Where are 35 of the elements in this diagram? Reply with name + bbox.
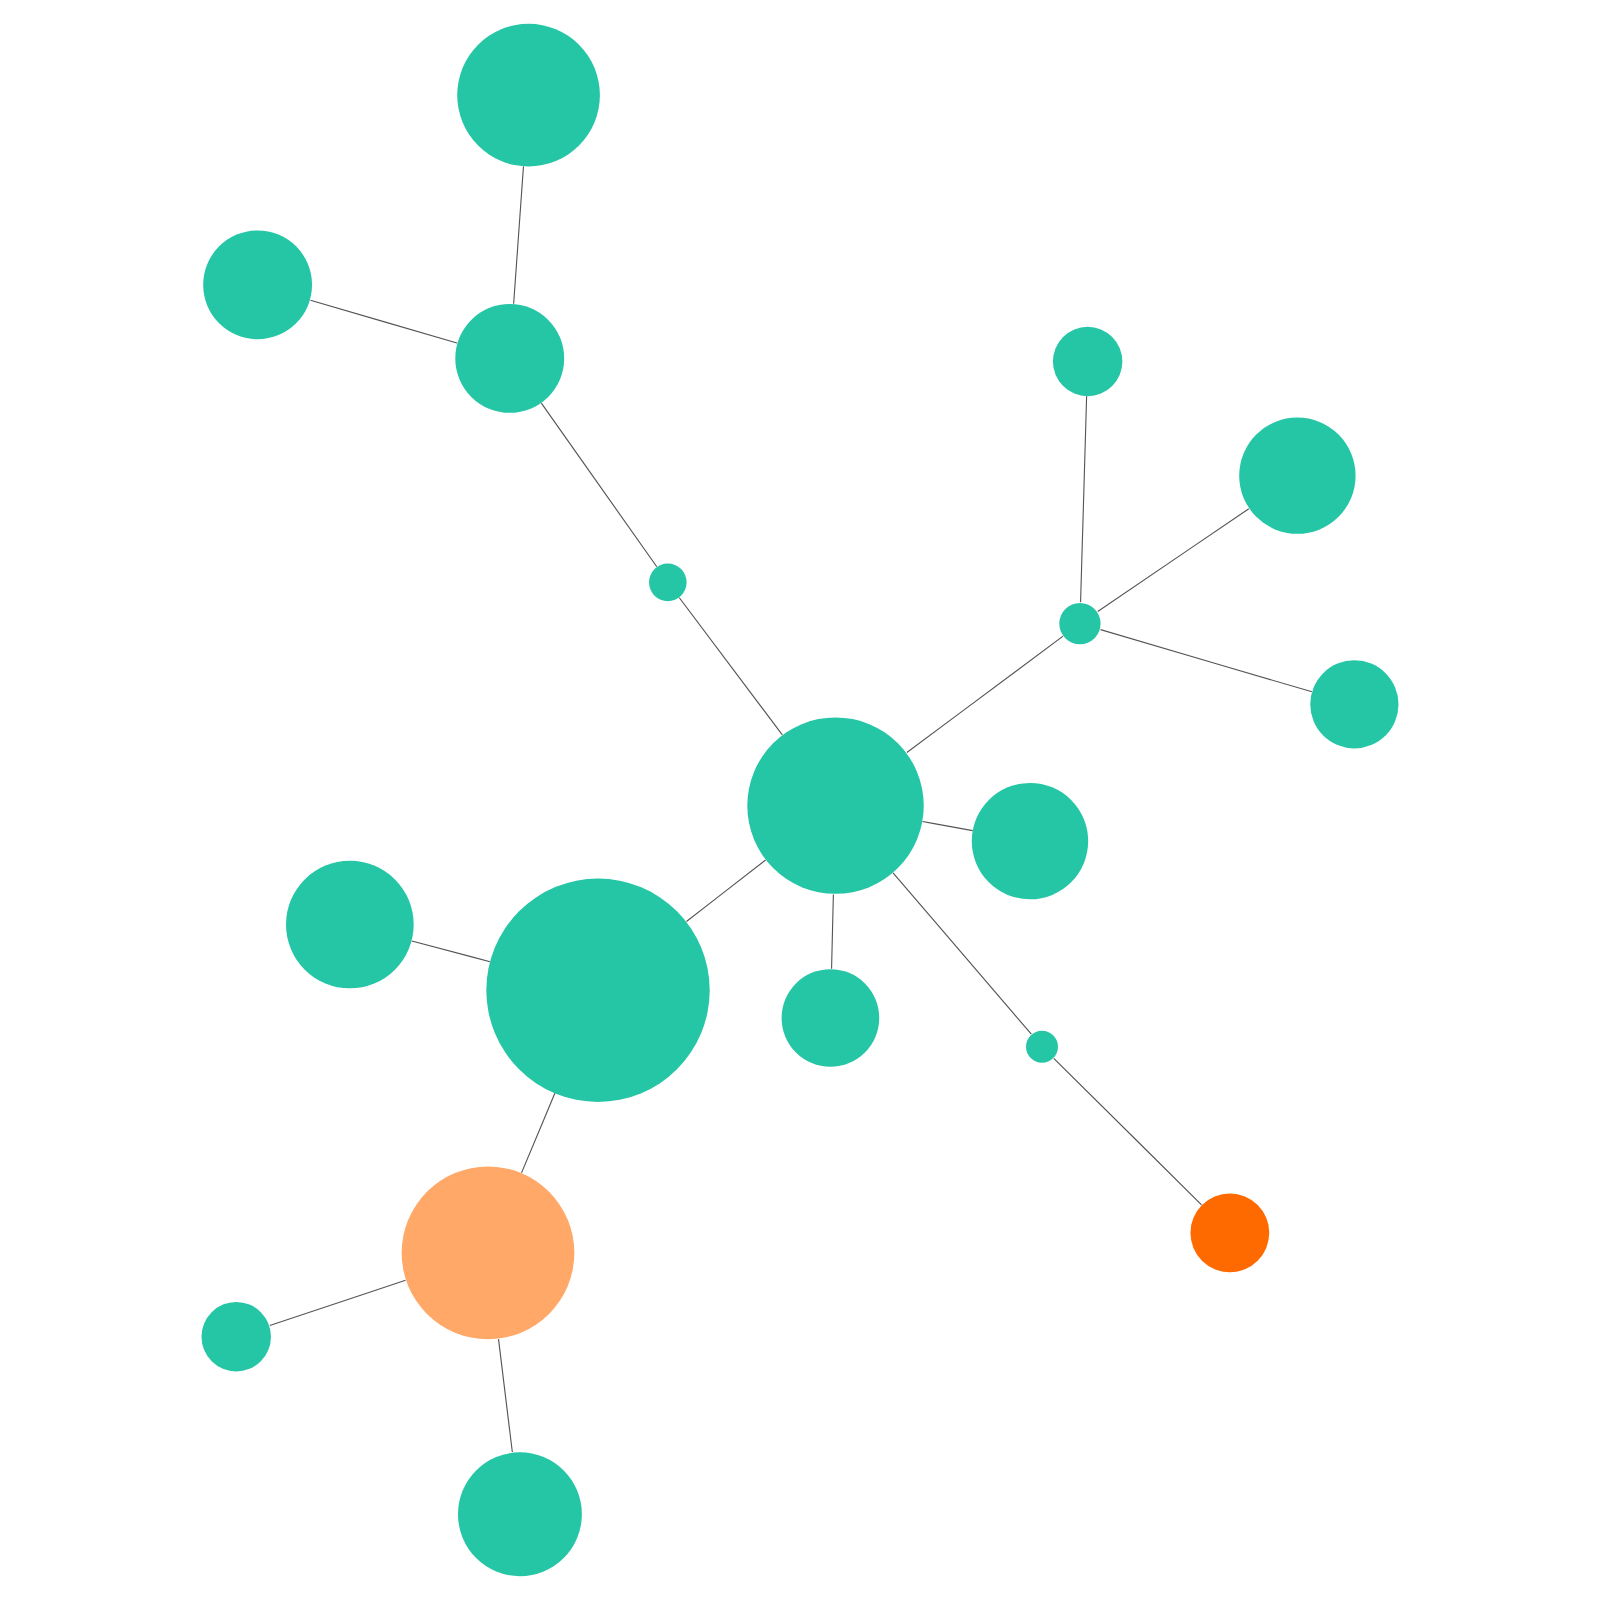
node-circle — [747, 717, 924, 894]
node-circle — [1310, 660, 1399, 749]
connector — [678, 597, 783, 736]
connector — [1080, 395, 1088, 603]
connector — [269, 1279, 407, 1327]
connector — [411, 940, 491, 963]
connector — [309, 299, 458, 344]
node-circle — [1190, 1193, 1270, 1273]
node-circle — [286, 860, 414, 989]
connector — [497, 1338, 513, 1453]
node-circle — [458, 1452, 582, 1577]
connector — [520, 1092, 556, 1174]
node-circle — [486, 878, 710, 1102]
node-circle — [203, 230, 313, 340]
node-circle — [1052, 326, 1123, 397]
node-circle — [455, 303, 565, 413]
node-circle — [457, 23, 600, 167]
node-circle — [1239, 417, 1356, 534]
connector — [892, 872, 1032, 1035]
node-circle — [781, 969, 880, 1067]
connector — [513, 165, 525, 305]
node-circle — [971, 782, 1089, 900]
node-circle — [1026, 1030, 1058, 1063]
connector — [831, 893, 834, 970]
node-circle — [649, 563, 687, 602]
connector — [921, 820, 974, 832]
node-circle — [1059, 602, 1101, 645]
connector — [685, 859, 767, 923]
node-circle — [201, 1302, 271, 1372]
node-circle — [401, 1166, 575, 1340]
connector — [1053, 1057, 1203, 1206]
connector — [540, 402, 658, 568]
connector — [1097, 508, 1250, 612]
connector — [1100, 629, 1313, 693]
connector — [906, 635, 1064, 754]
